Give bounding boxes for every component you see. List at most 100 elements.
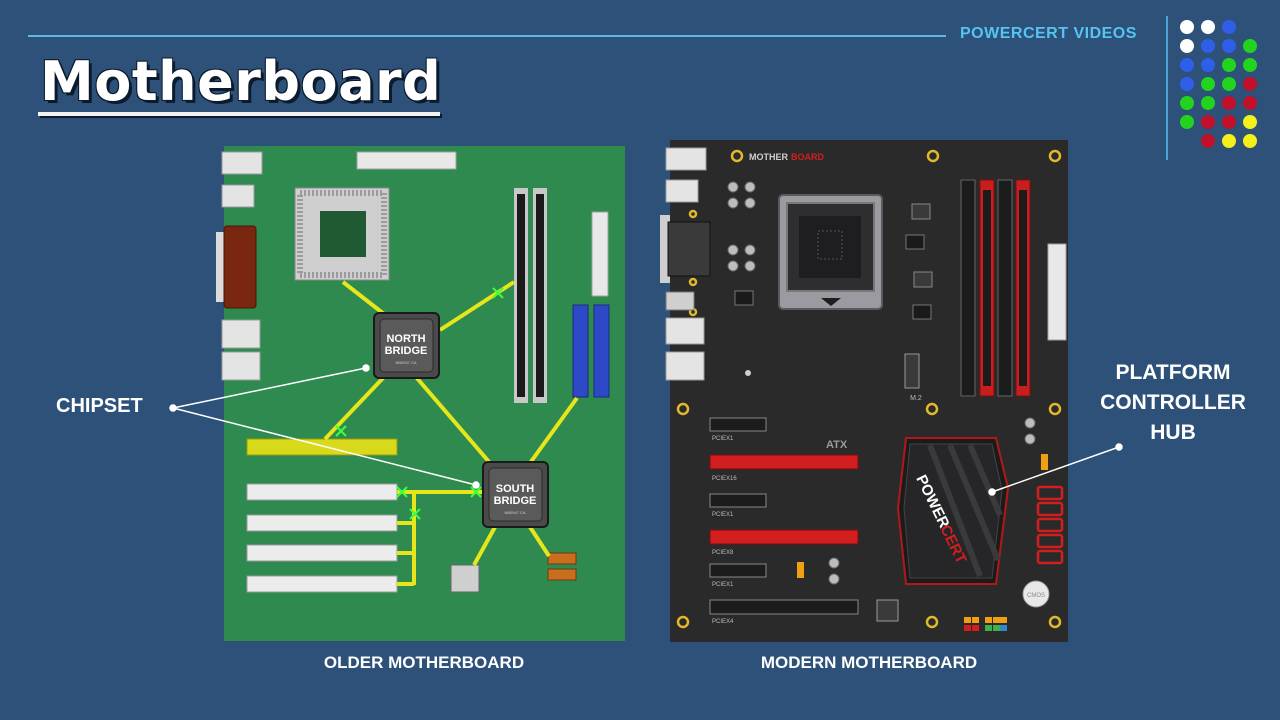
sata-port: [547, 552, 577, 565]
logo-dot: [1222, 39, 1236, 53]
logo-dot: [1201, 20, 1215, 34]
board-logo-b: BOARD: [791, 152, 824, 162]
usb-port: [221, 184, 255, 208]
logo-dot: [1243, 77, 1257, 91]
logo-dot: [1222, 134, 1236, 148]
logo-dot: [1201, 134, 1215, 148]
pci-slot: [246, 514, 398, 532]
pci-slot: [246, 544, 398, 562]
parallel-port-shell: [216, 232, 226, 302]
front-panel-header: [964, 617, 1007, 631]
logo-dot: [1201, 77, 1215, 91]
older-pcb: [224, 146, 625, 641]
pcie-slots: [709, 417, 859, 615]
logo-dot: [1243, 96, 1257, 110]
cpu-die-area: [320, 211, 366, 257]
brand-name: POWERCERT VIDEOS: [960, 25, 1137, 42]
m2-label: M.2: [910, 395, 922, 402]
atx-power-connector: [356, 151, 457, 170]
form-factor-label: ATX: [826, 439, 848, 451]
parallel-port: [223, 225, 257, 309]
brand-logo-dots: [1180, 20, 1264, 156]
logo-dot: [1180, 39, 1194, 53]
chipset-pointer-south: [172, 407, 477, 486]
sata-port: [547, 568, 577, 581]
vga-port: [667, 221, 711, 277]
cpu-socket: [778, 194, 883, 310]
chip: [913, 271, 933, 288]
logo-dot: [1243, 39, 1257, 53]
ram-slots: [960, 179, 1031, 397]
ps2-port: [665, 291, 695, 311]
logo-dot: [1201, 96, 1215, 110]
audio-port: [665, 317, 705, 345]
sata-ports: [1036, 485, 1064, 565]
usb-port: [665, 179, 699, 203]
page-title: Motherboard: [40, 50, 442, 113]
mosfets: [734, 234, 932, 320]
usb-header: [450, 564, 480, 593]
atx-power-connector: [1047, 243, 1067, 341]
pci-slot: [246, 575, 398, 593]
north-bridge-label: BRIDGE: [385, 345, 428, 357]
title-underline: [38, 112, 440, 116]
cmos-label: CMOS: [1027, 593, 1045, 599]
logo-dot: [1180, 20, 1194, 34]
cmos-battery: [1022, 580, 1050, 608]
audio-port: [665, 351, 705, 381]
chipset-label: CHIPSET: [56, 395, 143, 417]
south-bridge-chip: SOUTH BRIDGE NB0947 CA: [482, 461, 549, 528]
jumper: [1041, 454, 1048, 470]
bus-markers: [335, 287, 504, 520]
chip-marking: NB0947 CA: [504, 510, 525, 515]
audio-port: [221, 319, 261, 349]
logo-dot: [1243, 115, 1257, 129]
chipset-pointer-north: [172, 367, 367, 409]
pch-pointer: [991, 446, 1120, 493]
logo-dot: [1222, 20, 1236, 34]
south-bridge-label: BRIDGE: [494, 495, 537, 507]
bus-lines: [323, 280, 579, 586]
logo-dot: [1180, 115, 1194, 129]
m2-slot: [904, 353, 920, 389]
slot-label: PCIEX16: [712, 476, 737, 482]
pch-heatsink: POWER CERT: [896, 437, 1010, 585]
vga-shell: [660, 215, 670, 283]
board-logo-a: MOTHER: [749, 152, 788, 162]
logo-dot: [1222, 115, 1236, 129]
floppy-connector: [591, 211, 609, 297]
modern-motherboard-caption: MODERN MOTHERBOARD: [760, 653, 978, 672]
pch-label: PLATFORM CONTROLLER HUB: [1100, 361, 1246, 444]
logo-dot: [1201, 115, 1215, 129]
logo-dot: [1222, 77, 1236, 91]
logo-dot: [1201, 39, 1215, 53]
standoff: [745, 370, 751, 376]
chip: [911, 203, 931, 220]
capacitors: [727, 181, 1036, 585]
logo-dot: [1180, 58, 1194, 72]
north-bridge-label: NORTH: [386, 333, 425, 345]
usb-port: [665, 147, 707, 171]
annotation-lines: [169, 364, 1123, 496]
slot-label: PCIEX1: [712, 512, 734, 518]
ide-connector: [572, 304, 589, 398]
cpu-socket-pins: [297, 190, 387, 278]
usb-port: [221, 151, 263, 175]
logo-dot: [1180, 77, 1194, 91]
slot-label: PCIEX4: [712, 619, 734, 625]
mounting-holes: [676, 149, 1062, 629]
pci-slot: [246, 483, 398, 501]
logo-dot: [1222, 96, 1236, 110]
slot-label: PCIEX8: [712, 550, 734, 556]
logo-dot: [1201, 58, 1215, 72]
slot-label: PCIEX1: [712, 582, 734, 588]
logo-dot: [1243, 134, 1257, 148]
slot-label: PCIEX1: [712, 436, 734, 442]
ide-connector: [593, 304, 610, 398]
chip-marking: NB0947 CA: [395, 360, 416, 365]
logo-dot: [1180, 96, 1194, 110]
older-motherboard-caption: OLDER MOTHERBOARD: [323, 653, 525, 672]
north-bridge-chip: NORTH BRIDGE NB0947 CA: [373, 312, 440, 379]
